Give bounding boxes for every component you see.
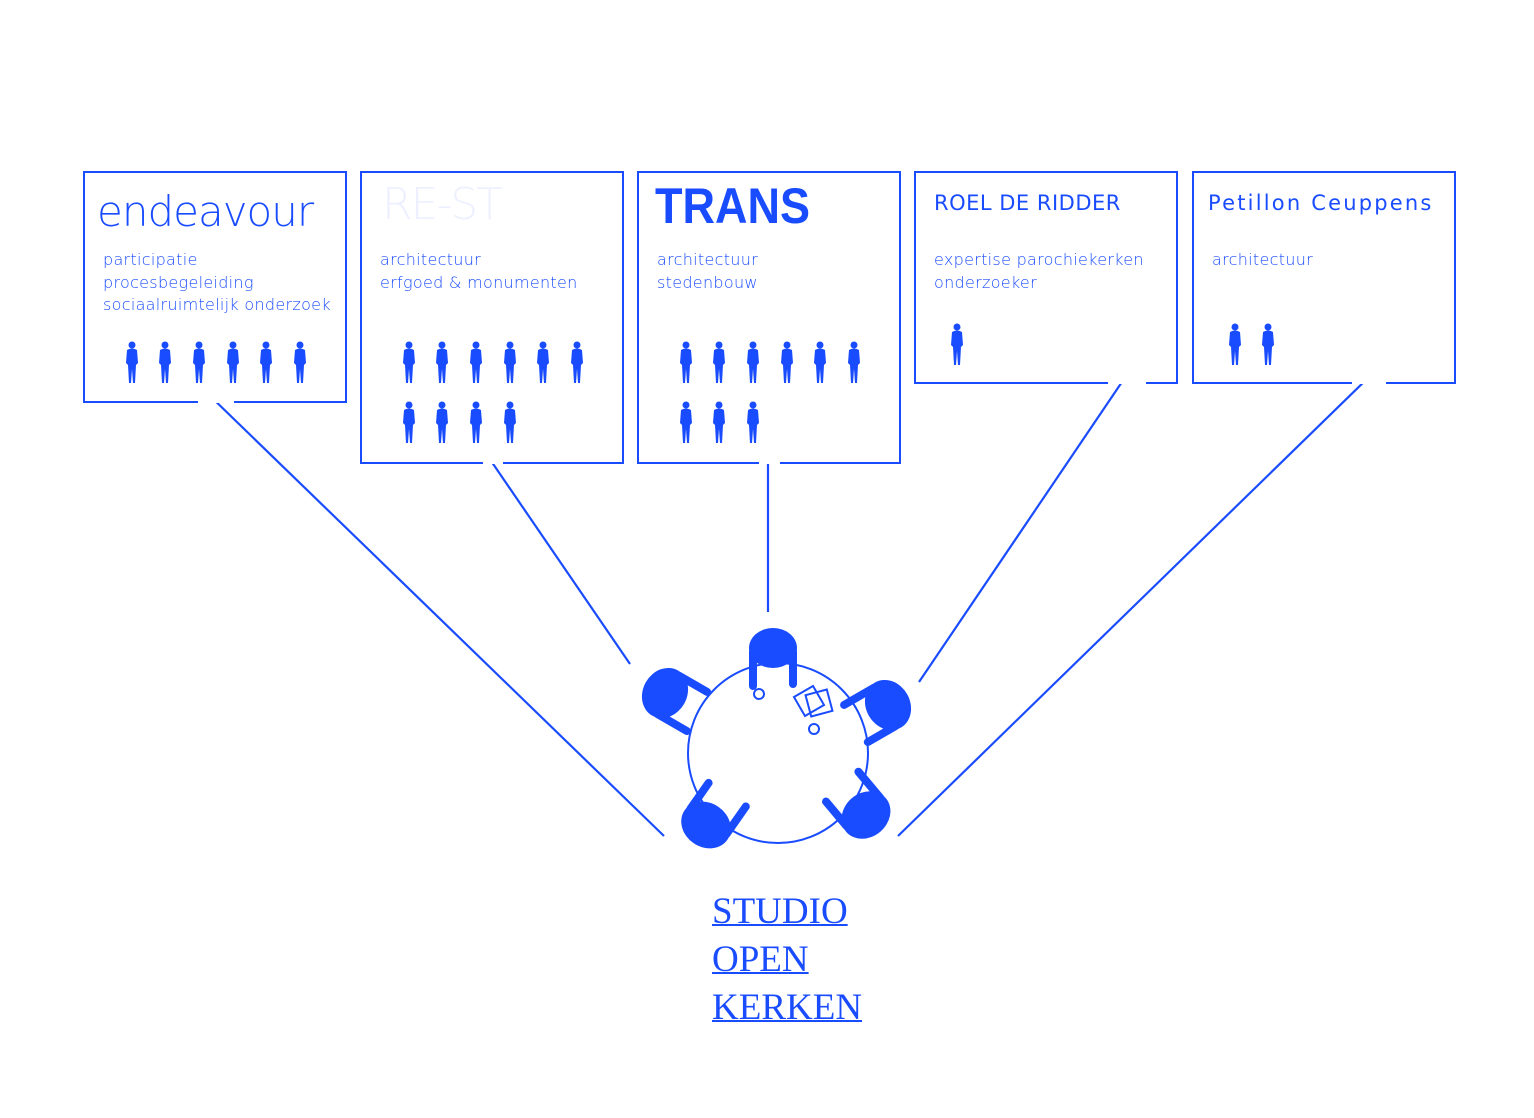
person-icon — [493, 341, 527, 387]
person-icon — [526, 341, 560, 387]
person-icon — [1252, 323, 1286, 369]
people-group — [1218, 323, 1428, 369]
partner-logo: ROEL DE RIDDER — [934, 191, 1121, 215]
title-link-line[interactable]: OPEN — [712, 939, 809, 980]
person-icon — [560, 341, 594, 387]
people-group — [940, 323, 1150, 369]
person-icon — [426, 341, 460, 387]
person-topview-icon — [681, 778, 750, 849]
partner-description: architectuur — [1212, 250, 1314, 269]
person-topview-icon — [749, 628, 797, 690]
person-icon — [1218, 323, 1252, 369]
person-icon — [459, 341, 493, 387]
person-icon — [669, 401, 703, 447]
person-icon — [149, 341, 183, 387]
person-icon — [770, 341, 804, 387]
studio-open-kerken-link[interactable]: STUDIO OPEN KERKEN — [712, 888, 862, 1032]
partner-description: architectuur stedenbouw — [657, 250, 759, 292]
people-group — [392, 341, 602, 447]
person-topview-icon — [641, 667, 712, 736]
person-icon — [940, 323, 974, 369]
title-link-line[interactable]: KERKEN — [712, 987, 863, 1028]
partner-description: expertise parochiekerken onderzoeker — [934, 250, 1144, 292]
partner-box-rest: RE-ST architectuur erfgoed & monumenten — [360, 171, 624, 464]
connector-roel-de-ridder — [918, 375, 1127, 683]
partner-logo: TRANS — [655, 178, 810, 234]
person-icon — [736, 401, 770, 447]
partner-description: architectuur erfgoed & monumenten — [380, 250, 578, 292]
partner-box-trans: TRANS architectuur stedenbouw — [637, 171, 901, 464]
seated-people — [641, 628, 912, 849]
person-icon — [182, 341, 216, 387]
person-icon — [493, 401, 527, 447]
person-icon — [736, 341, 770, 387]
person-icon — [703, 401, 737, 447]
title-link-line[interactable]: STUDIO — [712, 891, 848, 932]
person-icon — [283, 341, 317, 387]
partner-logo: Petillon Ceuppens — [1208, 191, 1434, 215]
table-items-icon — [753, 684, 834, 735]
person-icon — [426, 401, 460, 447]
partner-logo: endeavour — [97, 187, 314, 236]
person-icon — [669, 341, 703, 387]
connector-rest — [486, 454, 631, 665]
person-icon — [803, 341, 837, 387]
person-icon — [392, 401, 426, 447]
person-icon — [115, 341, 149, 387]
person-topview-icon — [822, 767, 891, 839]
person-icon — [249, 341, 283, 387]
person-icon — [459, 401, 493, 447]
people-group — [115, 341, 325, 387]
person-icon — [837, 341, 871, 387]
partner-description: participatie procesbegeleiding sociaalru… — [103, 250, 331, 314]
partner-logo: RE-ST — [382, 179, 503, 230]
person-icon — [703, 341, 737, 387]
partner-box-petillon-ceuppens: Petillon Ceuppens architectuur — [1192, 171, 1456, 384]
connector-endeavour — [206, 392, 665, 837]
person-icon — [392, 341, 426, 387]
partner-box-roel-de-ridder: ROEL DE RIDDER expertise parochiekerken … — [914, 171, 1178, 384]
person-topview-icon — [840, 679, 912, 747]
partner-box-endeavour: endeavour participatie procesbegeleiding… — [83, 171, 347, 403]
people-group — [669, 341, 879, 447]
person-icon — [216, 341, 250, 387]
connector-petillon-ceuppens — [897, 375, 1371, 837]
